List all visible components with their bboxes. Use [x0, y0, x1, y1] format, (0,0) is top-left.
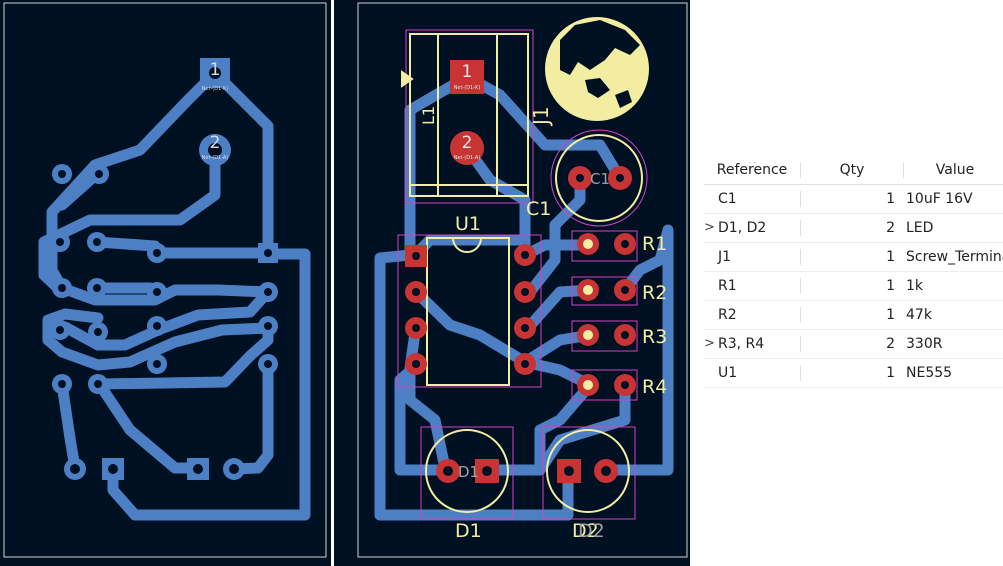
- column-header-value[interactable]: Value: [903, 162, 1003, 178]
- front-drills: [583, 239, 593, 390]
- cell-reference: U1: [718, 365, 738, 381]
- ref-label-U1: U1: [455, 213, 481, 235]
- cell-reference: >D1, D2: [704, 220, 767, 236]
- ref-label-D2-inner: D2: [578, 520, 605, 542]
- ref-label-C1: C1: [526, 198, 551, 220]
- cell-value: NE555: [906, 365, 953, 381]
- pcb-front-view[interactable]: J1 L1 C1 C1 U1 R1 R2 R3 R4 D1 D1 D2 D2 1…: [334, 0, 690, 566]
- cell-reference: R1: [718, 278, 737, 294]
- board-outline: [3, 2, 327, 558]
- pad-net: Net-(D1-K): [202, 86, 229, 92]
- cell-reference: C1: [718, 191, 737, 207]
- cell-value: 47k: [906, 307, 932, 323]
- cell-reference: R2: [718, 307, 737, 323]
- expand-chevron-icon[interactable]: >: [704, 220, 715, 235]
- back-drills: [56, 67, 272, 474]
- ref-label-R3: R3: [642, 326, 667, 348]
- pcb-back-view[interactable]: 1 Net-(D1-K) 2 Net-(D1-A): [0, 0, 331, 566]
- column-header-reference[interactable]: ^ Reference: [704, 162, 800, 178]
- silkscreen: [401, 33, 643, 513]
- cell-qty: 2: [800, 220, 903, 236]
- sort-ascending-icon: ^: [748, 162, 757, 170]
- cell-value: LED: [906, 220, 934, 236]
- logo-graphic: [545, 17, 649, 121]
- bom-header: ^ Reference Qty Value: [704, 156, 1003, 185]
- pad-number: 1: [462, 62, 473, 82]
- cell-value: 1k: [906, 278, 924, 294]
- courtyards: [397, 29, 648, 520]
- ref-label-D1: D1: [455, 520, 482, 542]
- ref-label-L1: L1: [419, 106, 438, 125]
- cell-value: 10uF 16V: [906, 191, 973, 207]
- expand-chevron-icon[interactable]: >: [704, 336, 715, 351]
- pad-net: Net-(D1-A): [202, 155, 229, 161]
- pad-net: Net-(D1-A): [454, 155, 481, 161]
- cell-qty: 1: [800, 249, 903, 265]
- board-outline: [357, 2, 688, 558]
- ref-label-R4: R4: [642, 376, 667, 398]
- pad-number: 2: [462, 133, 473, 153]
- column-header-qty[interactable]: Qty: [800, 162, 903, 178]
- cell-qty: 1: [800, 307, 903, 323]
- cell-reference: J1: [718, 249, 732, 265]
- pad-net: Net-(D1-K): [454, 85, 481, 91]
- cell-value: Screw_Terminal: [906, 249, 1003, 265]
- ref-label-R2: R2: [642, 282, 667, 304]
- cell-value: 330R: [906, 336, 943, 352]
- pad-number: 2: [210, 133, 221, 153]
- cell-qty: 1: [800, 365, 903, 381]
- ref-label-C1-inner: C1: [590, 170, 610, 188]
- ref-label-D1-inner: D1: [458, 463, 479, 481]
- pad-number: 1: [210, 60, 221, 80]
- ref-label-D2: D2: [572, 520, 599, 542]
- front-drills-dark: [412, 174, 629, 476]
- cell-qty: 1: [800, 278, 903, 294]
- cell-qty: 2: [800, 336, 903, 352]
- cell-qty: 1: [800, 191, 903, 207]
- ref-label-R1: R1: [642, 233, 667, 255]
- cell-reference: >R3, R4: [704, 336, 765, 352]
- ref-label-J1: J1: [529, 106, 553, 127]
